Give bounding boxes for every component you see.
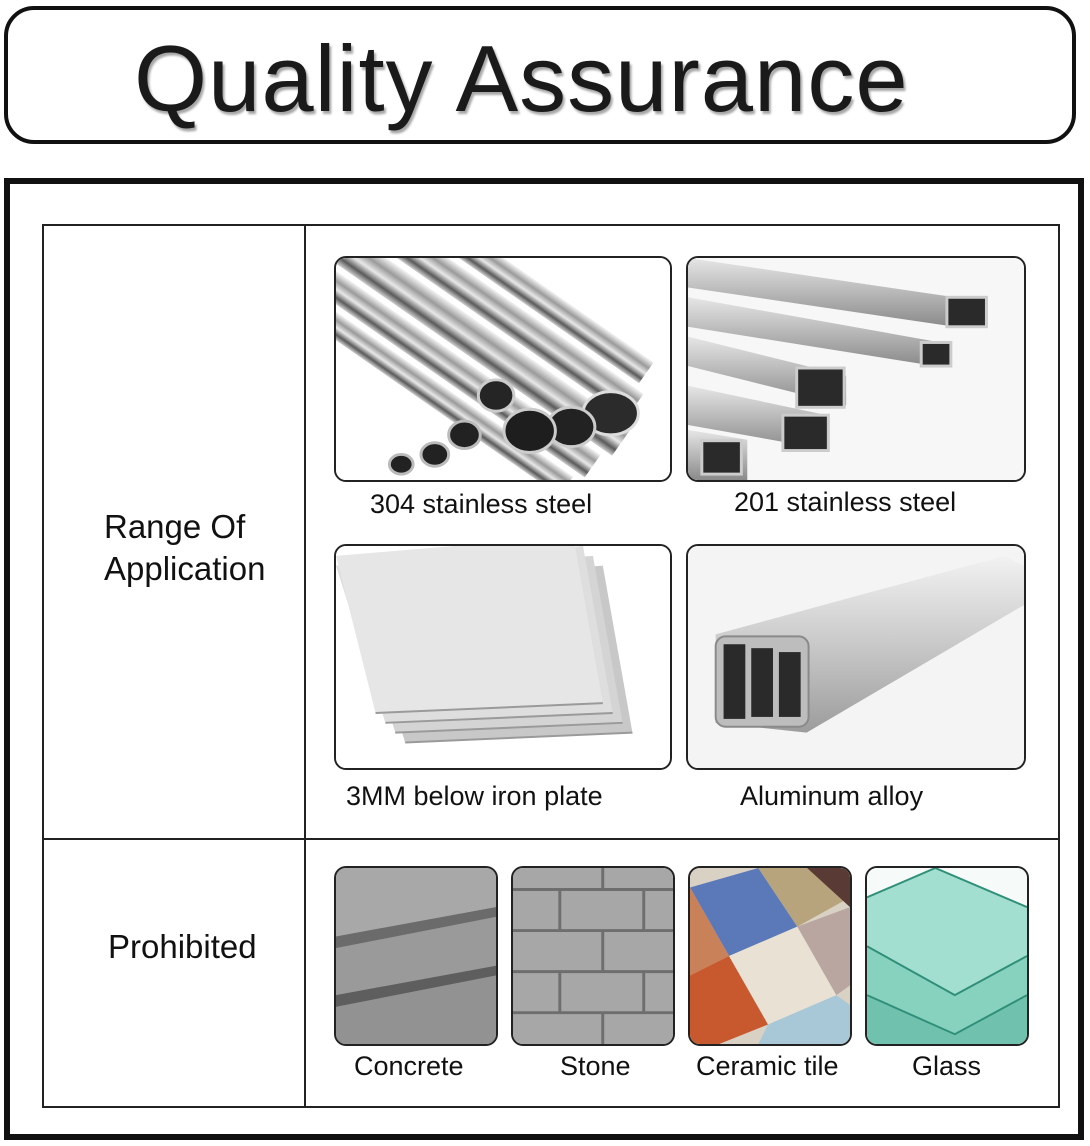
prohibited-label: Prohibited <box>108 928 257 965</box>
application-caption: 3MM below iron plate <box>346 781 603 811</box>
column-divider <box>304 226 306 1106</box>
range-label-line2: Application <box>104 550 266 587</box>
prohibited-caption: Glass <box>912 1051 982 1081</box>
round-steel-tubes-icon <box>334 256 672 482</box>
header-banner: Quality Assurance <box>4 6 1076 144</box>
range-of-application-label: Range Of Application <box>104 506 304 590</box>
material-table: Range Of Application Prohibited <box>42 224 1060 1108</box>
application-caption: 201 stainless steel <box>734 487 957 517</box>
application-caption: 304 stainless steel <box>370 489 593 519</box>
ceramic-tile-icon <box>688 866 852 1046</box>
application-caption: Aluminum alloy <box>740 781 924 811</box>
prohibited-caption: Stone <box>560 1051 631 1081</box>
stone-icon <box>511 866 675 1046</box>
square-steel-tubes-icon <box>686 256 1026 482</box>
page-title: Quality Assurance <box>134 26 909 131</box>
glass-icon <box>865 866 1029 1046</box>
range-label-line1: Range Of <box>104 508 246 545</box>
row-divider <box>44 838 1058 840</box>
content-frame: Range Of Application Prohibited <box>4 178 1084 1140</box>
aluminum-profile-icon <box>686 544 1026 770</box>
iron-plates-icon <box>334 544 672 770</box>
concrete-icon <box>334 866 498 1046</box>
prohibited-caption: Ceramic tile <box>696 1051 839 1081</box>
prohibited-caption: Concrete <box>354 1051 464 1081</box>
